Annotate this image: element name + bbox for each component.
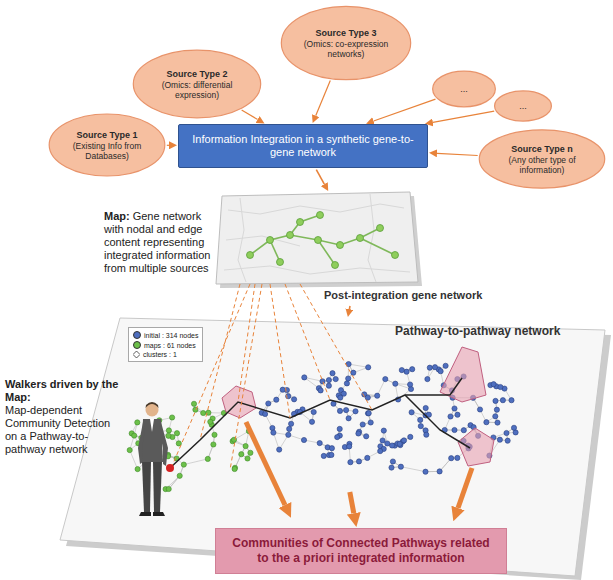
source-ellipse: ...	[494, 90, 552, 122]
legend-row: initial : 314 nodes	[133, 330, 198, 340]
network-legend: initial : 314 nodes maps : 61 nodes cluste…	[128, 327, 203, 362]
network-nodes	[127, 362, 518, 492]
box-text: Information Integration in a synthetic g…	[189, 133, 417, 159]
source-body: (Existing Info from Databases)	[64, 141, 151, 161]
connector	[316, 81, 331, 116]
connector	[437, 153, 478, 155]
legend-swatch	[133, 331, 141, 339]
ellipse-text: Source Type 1(Existing Info from Databas…	[64, 129, 151, 161]
walker-caption: Walkers driven by the Map:Map-dependent …	[5, 378, 121, 456]
map-projection-lines	[172, 284, 372, 470]
communities-box: Communities of Connected Pathways relate…	[215, 528, 507, 574]
connector	[167, 145, 169, 146]
source-body: (Omics: co-expression networks)	[297, 39, 395, 59]
map-panel	[216, 192, 422, 288]
legend-diamond	[133, 351, 140, 358]
ellipse-text: Source Type 2(Omics: differential expres…	[149, 68, 245, 100]
map-panel-node: Post-integration gene network	[220, 192, 500, 304]
ellipse-text: Source Type 3(Omics: co-expression netwo…	[297, 27, 395, 59]
pathway-network	[127, 362, 518, 492]
map-caption: Map:Gene network with nodal and edge con…	[104, 210, 214, 275]
source-ellipse: Source Type 2(Omics: differential expres…	[132, 48, 262, 120]
connector	[316, 170, 324, 184]
map-heading: Post-integration gene network	[324, 288, 482, 302]
legend-text: initial : 314 nodes	[144, 332, 198, 339]
ellipse-text: Source Type n(Any other type of informat…	[495, 143, 590, 175]
connector	[242, 110, 258, 119]
plane-heading: Pathway-to-pathway network	[395, 324, 560, 338]
source-body: ...	[502, 100, 545, 112]
caption-lead: Walkers driven by the Map:	[5, 378, 121, 404]
source-title: Source Type 1	[64, 129, 151, 141]
ellipse-text: ...	[502, 100, 545, 112]
connector	[433, 111, 494, 122]
network-links	[130, 364, 516, 489]
walker-figure	[138, 402, 174, 516]
legend-row: maps : 61 nodes	[133, 340, 198, 350]
connector	[350, 492, 354, 513]
caption-lead: Map:	[104, 210, 130, 222]
result-text: Communities of Connected Pathways relate…	[226, 536, 496, 566]
pathway-plane	[60, 318, 611, 580]
caption-body: Map-dependent Community Detection on a P…	[5, 404, 121, 456]
source-ellipse: Source Type 3(Omics: co-expression netwo…	[280, 4, 412, 82]
source-body: ...	[441, 83, 488, 95]
source-ellipse: Source Type n(Any other type of informat…	[478, 128, 606, 190]
legend-text: clusters : 1	[143, 351, 177, 358]
legend-row: clusters : 1	[133, 349, 198, 359]
integration-box: Information Integration in a synthetic g…	[178, 124, 428, 168]
legend-text: maps : 61 nodes	[144, 341, 196, 348]
walker-path	[170, 378, 470, 468]
source-body: (Any other type of information)	[495, 155, 590, 175]
ellipse-text: ...	[441, 83, 488, 95]
source-ellipse: Source Type 1(Existing Info from Databas…	[48, 112, 166, 178]
source-title: Source Type n	[495, 143, 590, 155]
source-title: Source Type 3	[297, 27, 395, 39]
source-title: Source Type 2	[149, 68, 245, 80]
source-ellipse: ...	[432, 70, 496, 108]
legend-swatch	[133, 341, 141, 349]
connector	[374, 99, 436, 121]
source-body: (Omics: differential expression)	[149, 80, 245, 100]
connector	[349, 306, 351, 309]
community-arrows	[246, 422, 472, 508]
